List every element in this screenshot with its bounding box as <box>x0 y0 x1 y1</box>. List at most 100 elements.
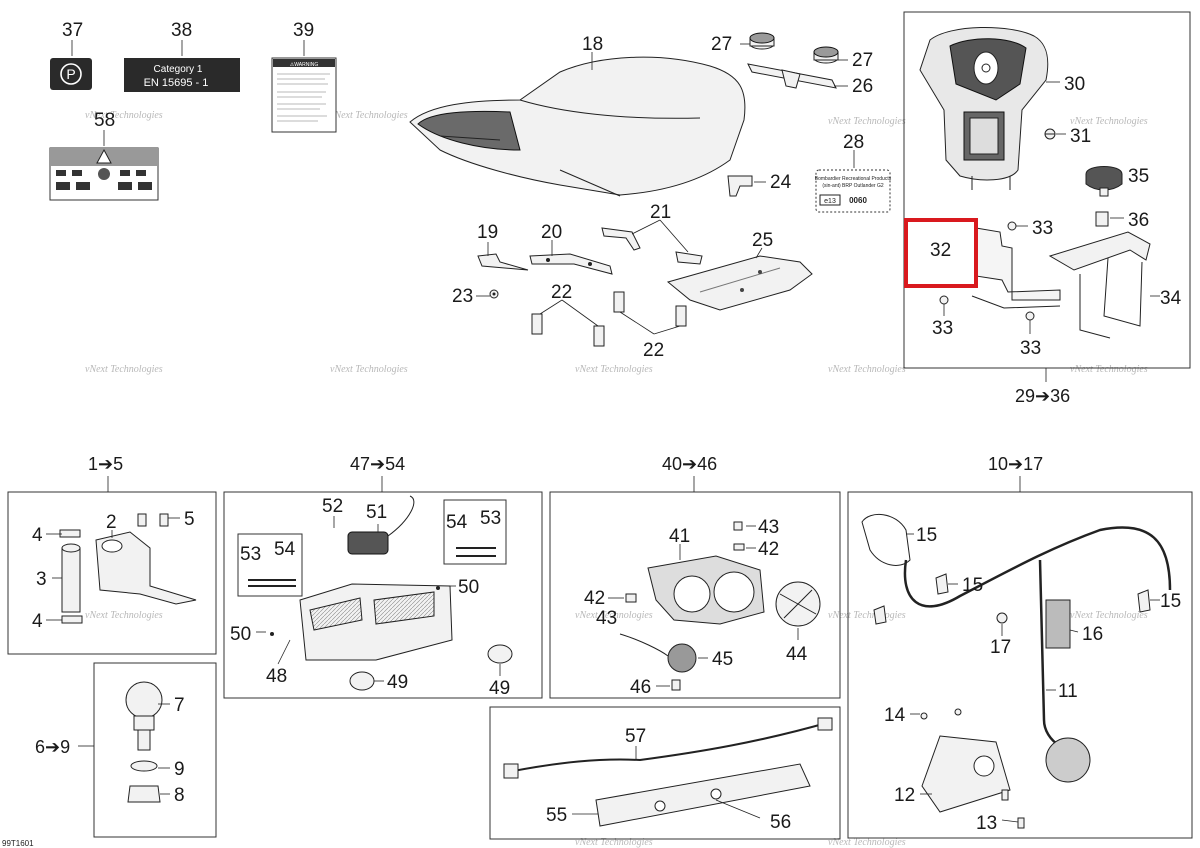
callout-30: 30 <box>1064 74 1085 95</box>
watermark: vNext Technologies <box>828 116 906 127</box>
group-label-29-36: 29➔36 <box>1015 386 1070 406</box>
watermark: vNext Technologies <box>575 837 653 848</box>
decal-28-line2: (sin-ant) BRP Outlander G2 <box>822 183 884 189</box>
callout-32: 32 <box>930 240 951 261</box>
clip-part-24 <box>727 175 753 197</box>
watermarks: vNext Technologies vNext Technologies vN… <box>85 110 1148 848</box>
group-box-1-5 <box>7 491 217 655</box>
callout-27: 27 <box>852 50 873 71</box>
callout-labels: 37 38 39 58 18 27 27 26 28 24 19 20 21 2… <box>32 20 1182 834</box>
callout-49: 49 <box>387 672 408 693</box>
hitch-ball-parts-6-9 <box>125 681 163 803</box>
drawing-number: 99T1601 <box>2 839 34 848</box>
bumper-part-27a <box>749 32 775 50</box>
callout-4: 4 <box>32 525 43 546</box>
callout-22: 22 <box>643 340 664 361</box>
callout-28: 28 <box>843 132 864 153</box>
callout-42: 42 <box>584 588 605 609</box>
callout-46: 46 <box>630 677 651 698</box>
bracket-part-21a <box>601 227 641 251</box>
callout-15: 15 <box>916 525 937 546</box>
callout-44: 44 <box>786 644 808 665</box>
callout-24: 24 <box>770 172 792 193</box>
callout-56: 56 <box>770 812 791 833</box>
watermark: vNext Technologies <box>1070 364 1148 375</box>
callout-41: 41 <box>669 526 690 547</box>
watermark: vNext Technologies <box>828 364 906 375</box>
leader-lines-bottom <box>46 516 1160 823</box>
callout-20: 20 <box>541 222 562 243</box>
decal-38: Category 1 EN 15695 - 1 <box>124 58 240 92</box>
knob-part-35 <box>1085 166 1123 197</box>
callout-18: 18 <box>582 34 603 55</box>
callout-21: 21 <box>650 202 671 223</box>
watermark: vNext Technologies <box>575 610 653 621</box>
group-label-1-5: 1➔5 <box>88 454 123 474</box>
callout-36: 36 <box>1128 210 1149 231</box>
group-label-10-17: 10➔17 <box>988 454 1043 474</box>
callout-33: 33 <box>1032 218 1053 239</box>
license-parts-47-54 <box>237 495 513 691</box>
group-leaders <box>78 476 1021 747</box>
watermark: vNext Technologies <box>828 610 906 621</box>
callout-31: 31 <box>1070 126 1091 147</box>
callout-45: 45 <box>712 649 733 670</box>
decal-28-code1: e13 <box>824 198 836 205</box>
callout-53: 53 <box>480 508 501 529</box>
callout-33: 33 <box>932 318 953 339</box>
leader-lines-top <box>71 40 1160 382</box>
callout-50: 50 <box>458 577 479 598</box>
callout-12: 12 <box>894 785 915 806</box>
group-label-6-9: 6➔9 <box>35 737 70 757</box>
callout-11: 11 <box>1058 681 1078 702</box>
decal-37: P <box>50 58 92 90</box>
bracket-part-34 <box>1048 231 1151 339</box>
bracket-part-19 <box>477 253 529 271</box>
backrest-part-30 <box>919 26 1049 190</box>
screw-part-31 <box>1044 128 1056 140</box>
group-label-47-54: 47➔54 <box>350 454 405 474</box>
group-box-6-9 <box>93 662 217 838</box>
callout-38: 38 <box>171 20 192 41</box>
callout-25: 25 <box>752 230 773 251</box>
decal-39: ⚠WARNING <box>271 57 337 133</box>
watermark: vNext Technologies <box>85 364 163 375</box>
heat-shield-part-25 <box>666 255 813 311</box>
spacer-part-36 <box>1095 211 1109 227</box>
callout-15: 15 <box>1160 591 1181 612</box>
callout-57: 57 <box>625 726 646 747</box>
callout-14: 14 <box>884 705 906 726</box>
callout-54: 54 <box>274 539 296 560</box>
light-parts-40-46 <box>619 521 821 691</box>
callout-23: 23 <box>452 286 473 307</box>
callout-33: 33 <box>1020 338 1041 359</box>
watermark: vNext Technologies <box>1070 610 1148 621</box>
callout-17: 17 <box>990 637 1011 658</box>
callout-50: 50 <box>230 624 251 645</box>
bracket-part-21b <box>675 251 703 265</box>
watermark: vNext Technologies <box>330 110 408 121</box>
callout-34: 34 <box>1160 288 1182 309</box>
group-labels: 29➔36 1➔5 47➔54 40➔46 10➔17 6➔9 <box>35 386 1070 757</box>
watermark: vNext Technologies <box>85 110 163 121</box>
hitch-parts-1-5 <box>59 513 197 624</box>
parking-symbol: P <box>66 66 75 82</box>
callout-27: 27 <box>711 34 732 55</box>
callout-53: 53 <box>240 544 261 565</box>
callout-35: 35 <box>1128 166 1149 187</box>
callout-43: 43 <box>596 608 617 629</box>
watermark: vNext Technologies <box>85 610 163 621</box>
decal-38-line2: EN 15695 - 1 <box>144 77 209 89</box>
group-label-40-46: 40➔46 <box>662 454 717 474</box>
watermark: vNext Technologies <box>330 364 408 375</box>
harness-parts-55-57 <box>503 717 833 827</box>
callout-42: 42 <box>758 539 779 560</box>
callout-58: 58 <box>94 110 115 131</box>
decal-39-title: ⚠WARNING <box>290 62 319 68</box>
callout-19: 19 <box>477 222 498 243</box>
group-box-29-36 <box>903 11 1191 369</box>
callout-2: 2 <box>106 512 117 533</box>
spacer-parts-22 <box>531 291 687 347</box>
watermark: vNext Technologies <box>828 837 906 848</box>
